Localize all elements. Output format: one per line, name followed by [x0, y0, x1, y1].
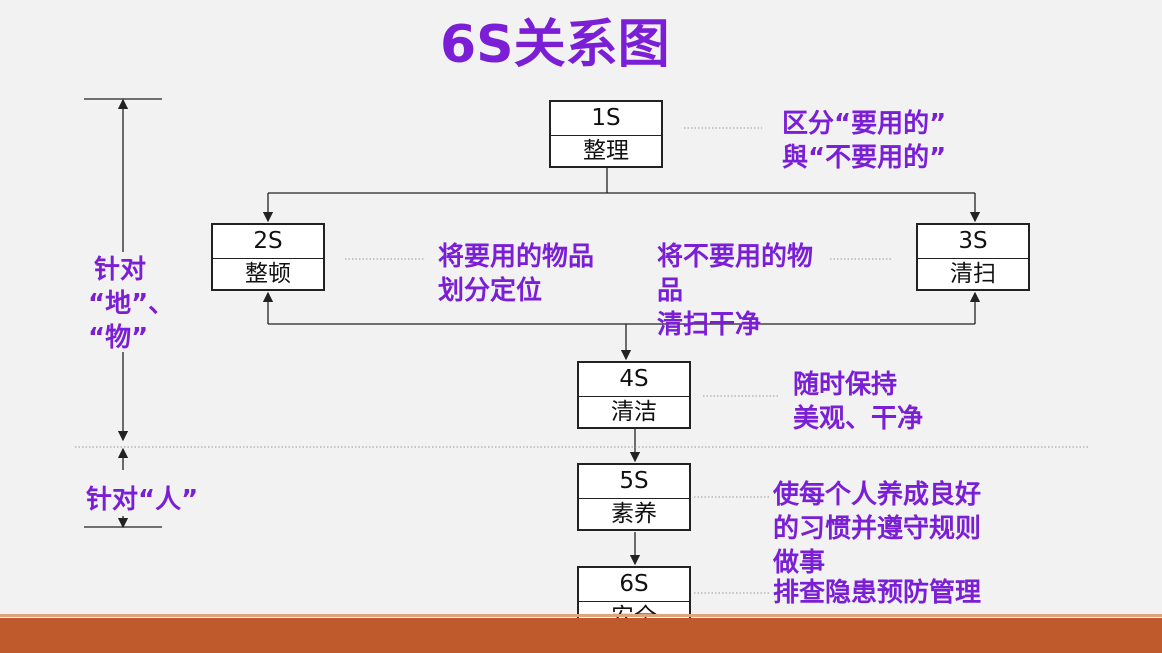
note-2s-line-1: 将要用的物品	[438, 242, 595, 272]
box-3s-number: 3S	[918, 225, 1028, 259]
box-6s-number: 6S	[579, 568, 689, 602]
box-3s-name: 清扫	[950, 261, 996, 287]
diagram-title: 6S关系图	[440, 15, 670, 75]
note-4s: 随时保持 美观、干净	[793, 368, 923, 436]
note-3s-line-1: 将不要用的物	[657, 242, 814, 272]
box-2s-number: 2S	[213, 225, 323, 259]
note-2s: 将要用的物品 划分定位	[438, 240, 594, 308]
note-5s-line-1: 使每个人养成良好	[773, 480, 982, 510]
note-5s-line-2: 的习惯并遵守规则	[773, 514, 982, 544]
note-2s-line-2: 划分定位	[438, 276, 543, 306]
note-3s-line-2: 品	[657, 276, 684, 306]
note-5s: 使每个人养成良好 的习惯并遵守规则 做事	[773, 478, 981, 580]
note-3s: 将不要用的物 品 清扫干净	[657, 240, 813, 342]
box-1s-number: 1S	[551, 102, 661, 136]
side-label-things-line-3: “物”	[88, 323, 149, 353]
box-1s-name: 整理	[583, 138, 629, 164]
note-3s-line-3: 清扫干净	[657, 310, 762, 340]
side-label-things: 针对 “地”、 “物”	[88, 253, 174, 355]
note-4s-line-2: 美观、干净	[793, 404, 924, 434]
box-2s-name: 整顿	[245, 261, 291, 287]
box-5s: 5S 素养	[577, 463, 691, 531]
box-5s-number: 5S	[579, 465, 689, 499]
side-label-things-line-1: 针对	[94, 255, 147, 285]
box-4s-number: 4S	[579, 363, 689, 397]
note-6s-line-1: 排查隐患预防管理	[773, 578, 982, 608]
note-1s-line-2: 與“不要用的”	[782, 143, 947, 173]
side-label-people: 针对“人”	[86, 485, 199, 515]
box-4s-name: 清洁	[611, 399, 657, 425]
note-5s-line-3: 做事	[773, 548, 826, 578]
box-1s: 1S 整理	[549, 100, 663, 168]
box-3s: 3S 清扫	[916, 223, 1030, 291]
footer-bar	[0, 618, 1162, 653]
box-2s: 2S 整顿	[211, 223, 325, 291]
note-1s: 区分“要用的” 與“不要用的”	[782, 107, 946, 175]
note-1s-line-1: 区分“要用的”	[782, 109, 947, 139]
side-label-things-line-2: “地”、	[88, 289, 175, 319]
footer-accent-line	[0, 614, 1162, 617]
note-6s: 排查隐患预防管理	[773, 576, 981, 610]
note-4s-line-1: 随时保持	[793, 370, 898, 400]
box-4s: 4S 清洁	[577, 361, 691, 429]
box-5s-name: 素养	[611, 501, 657, 527]
